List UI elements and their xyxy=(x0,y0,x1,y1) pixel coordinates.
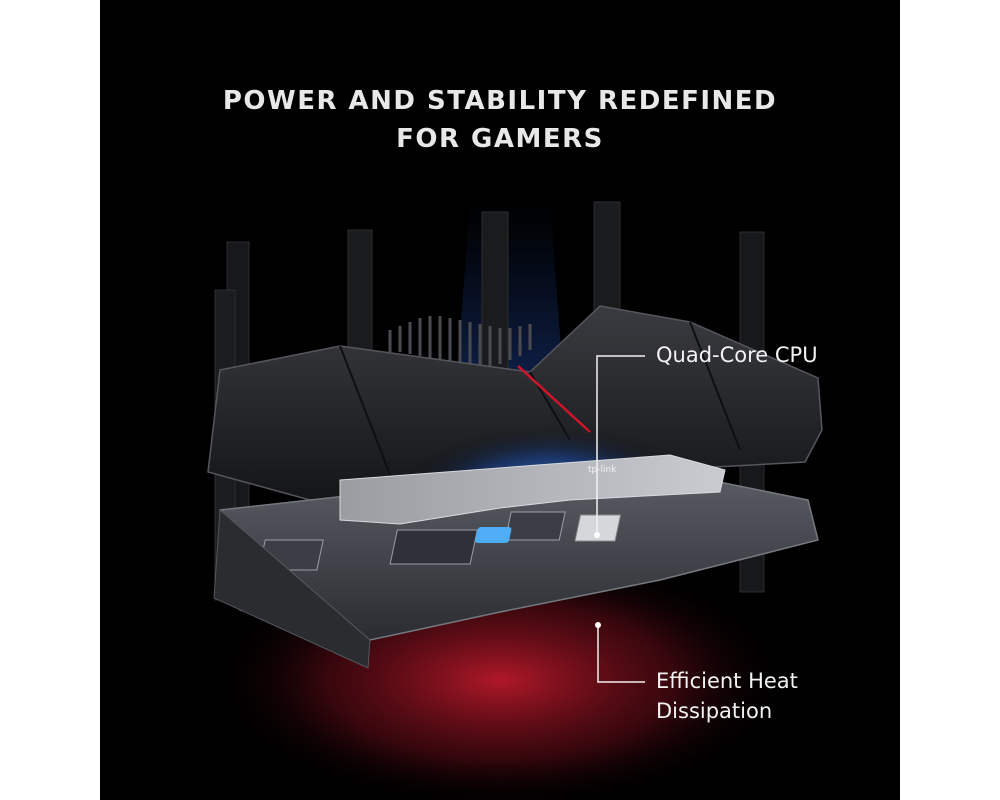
headline: POWER AND STABILITY REDEFINED FOR GAMERS xyxy=(100,82,900,158)
front-panel xyxy=(213,508,371,669)
brand-logo: tp-link xyxy=(588,465,617,475)
heat-callout-label: Efficient Heat Dissipation xyxy=(656,666,798,726)
cpu-callout-label: Quad-Core CPU xyxy=(656,343,818,367)
red-accent-stripe xyxy=(517,365,591,433)
cpu-chip xyxy=(475,527,512,543)
heatsink-fins xyxy=(388,316,532,366)
headline-line-2: FOR GAMERS xyxy=(396,124,604,154)
antenna xyxy=(481,211,509,373)
heat-callout-line-1: Efficient Heat xyxy=(656,669,798,693)
heat-callout-line-2: Dissipation xyxy=(656,699,773,723)
heat-callout-dot xyxy=(595,622,601,628)
shell-edge xyxy=(339,345,401,501)
shell-edge xyxy=(689,321,741,451)
headline-line-1: POWER AND STABILITY REDEFINED xyxy=(222,86,778,116)
router-illustration: tp-link xyxy=(207,200,823,800)
cpu-callout-dot xyxy=(594,532,600,538)
cpu-callout-line xyxy=(596,355,645,535)
product-image: POWER AND STABILITY REDEFINED FOR GAMERS xyxy=(100,0,900,800)
heat-plate xyxy=(339,454,726,525)
heat-callout-line xyxy=(597,625,645,683)
